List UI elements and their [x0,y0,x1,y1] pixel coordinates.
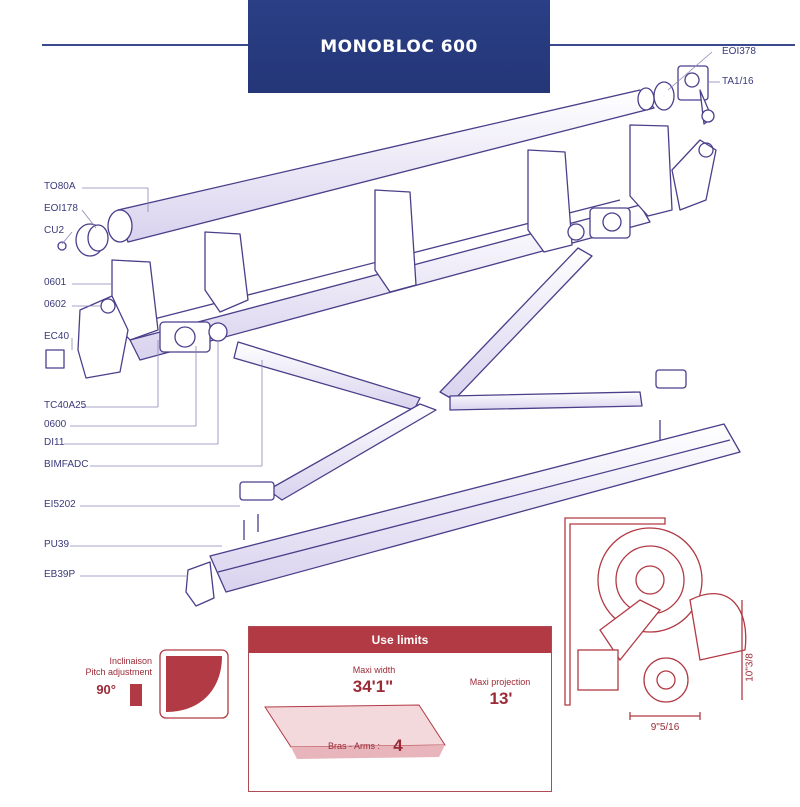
label-eoi178: EOI178 [44,203,78,214]
max-width-label: Maxi width [352,665,396,675]
use-limits-heading: Use limits [249,627,551,653]
title-rule-right [550,44,795,46]
awning-shape-icon [264,704,446,759]
end-cap-left [57,223,109,257]
label-ei5202: EI5202 [44,499,76,510]
label-0600: 0600 [44,419,67,430]
title-rule-left [42,44,248,46]
wall-brackets [77,139,717,379]
drive-unit [653,65,715,125]
label-bimfadc: BIMFADC [44,459,89,470]
arm-end-brackets [239,369,687,540]
max-width-value: 34'1" [352,677,394,696]
label-eb39p: EB39P [44,569,76,580]
arms-value: 4 [393,736,403,755]
pitch-label-en: Pitch adjustment [85,667,152,677]
pitch-icon [130,649,229,719]
pitch-value: 90° [96,682,116,697]
label-ec40: EC40 [44,331,70,342]
dimension-height: 10"3/8 [744,653,756,682]
use-limits-panel: Use limits Maxi width 34'1" Maxi project… [248,626,552,792]
label-di11: DI11 [44,437,65,448]
title-banner: MONOBLOC 600 [248,0,550,93]
folding-arms [233,247,643,501]
label-to80a: TO80A [44,181,76,192]
pitch-label: Inclinaison Pitch adjustment [56,656,152,678]
arm-shoulders [159,207,631,353]
arms-label: Bras - Arms : [327,741,380,751]
label-0601: 0601 [44,277,67,288]
label-tc40a25: TC40A25 [44,400,87,411]
label-cu2: CU2 [44,225,65,236]
label-eoi378: EOI378 [722,46,756,57]
pitch-label-fr: Inclinaison [109,656,152,666]
max-projection-label: Maxi projection [469,677,531,687]
dimension-depth: 9"5/16 [650,722,680,733]
label-ta1-16: TA1/16 [722,76,754,87]
cross-section-detail [564,517,747,720]
front-end-cap [185,561,215,607]
leader-lines [61,51,720,577]
label-0602: 0602 [44,299,67,310]
front-profile [209,423,741,593]
max-projection-value: 13' [489,689,513,708]
page-title: MONOBLOC 600 [320,36,478,57]
ec40-block [45,349,65,369]
label-pu39: PU39 [44,539,70,550]
